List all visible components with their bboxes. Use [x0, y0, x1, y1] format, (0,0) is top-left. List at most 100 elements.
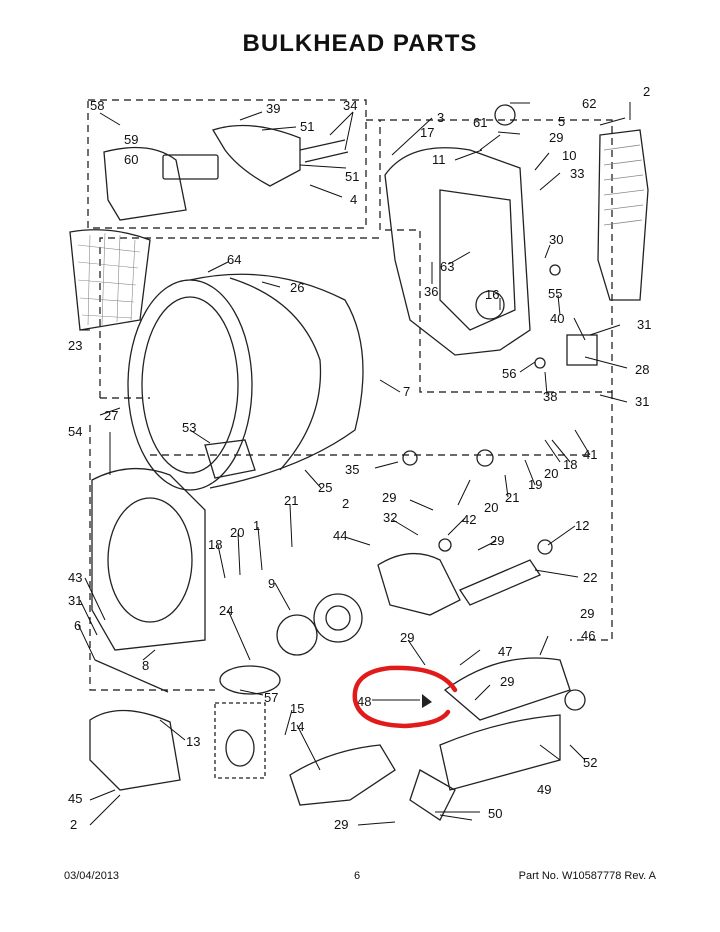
callout-label: 49	[537, 782, 551, 797]
drum-front-ellipse	[127, 279, 253, 491]
callout-label: 20	[544, 466, 558, 481]
blower-housing-shape	[377, 552, 461, 616]
clip-inset-box	[214, 702, 266, 779]
callout-label: 45	[68, 791, 82, 806]
callout-label: 41	[583, 447, 597, 462]
red-highlight-circle	[352, 665, 458, 729]
belt-shape	[219, 665, 281, 695]
callout-label: 29	[382, 490, 396, 505]
callout-label: 29	[580, 606, 594, 621]
callout-label: 33	[570, 166, 584, 181]
callout-label: 11	[432, 152, 446, 167]
callout-label: 46	[581, 628, 595, 643]
callout-label: 10	[562, 148, 576, 163]
callout-label: 24	[219, 603, 233, 618]
callout-label: 61	[473, 115, 487, 130]
control-board-shape	[162, 154, 219, 180]
callout-label: 53	[182, 420, 196, 435]
callout-label: 14	[290, 719, 304, 734]
footer-page-number: 6	[354, 870, 361, 882]
callout-label: 32	[383, 510, 397, 525]
callout-label: 50	[488, 806, 502, 821]
callout-label: 29	[549, 130, 563, 145]
top-left-inset-box	[87, 99, 367, 229]
callout-label: 18	[208, 537, 222, 552]
callout-label: 38	[543, 389, 557, 404]
drum-body-shape	[189, 273, 364, 489]
callout-label: 59	[124, 132, 138, 147]
callout-label: 55	[548, 286, 562, 301]
front-bulkhead-box	[89, 425, 215, 691]
drum-group-box	[99, 237, 380, 399]
callout-label: 54	[68, 424, 82, 439]
handle-shape	[212, 124, 301, 187]
callout-label: 27	[104, 408, 118, 423]
callout-label: 18	[563, 457, 577, 472]
callout-label: 15	[290, 701, 304, 716]
callout-label: 31	[637, 317, 651, 332]
callout-labels: 58 39 34 3 17 61 62 2 51 59 60 29 5 11 1…	[68, 84, 651, 832]
callout-label: 40	[550, 311, 564, 326]
callout-label: 25	[318, 480, 332, 495]
callout-label: 44	[333, 528, 347, 543]
rear-bulkhead-shape	[384, 147, 531, 356]
callout-label: 4	[350, 192, 357, 207]
callout-label: 3	[437, 110, 444, 125]
callout-label: 60	[124, 152, 138, 167]
callout-label: 13	[186, 734, 200, 749]
lint-screen-shape	[69, 229, 151, 331]
lower-right-box	[570, 392, 613, 641]
callout-label: 20	[484, 500, 498, 515]
callout-label: 51	[300, 119, 314, 134]
callout-label: 47	[498, 644, 512, 659]
bulkhead-rear-box	[366, 119, 613, 393]
callout-label: 21	[505, 490, 519, 505]
callout-label: 29	[500, 674, 514, 689]
callout-label: 16	[485, 287, 499, 302]
lint-housing-shape	[103, 146, 187, 221]
callout-label: 42	[462, 512, 476, 527]
page-title: BULKHEAD PARTS	[242, 30, 478, 57]
callout-label: 63	[440, 259, 454, 274]
callout-label: 29	[400, 630, 414, 645]
front-bulkhead-shape	[91, 467, 206, 651]
callout-label: 8	[142, 658, 149, 673]
fan-hub-shape	[313, 593, 363, 643]
callout-label: 31	[68, 593, 82, 608]
callout-label: 28	[635, 362, 649, 377]
callout-label: 29	[334, 817, 348, 832]
heater-coil-shape	[289, 744, 396, 806]
exhaust-tube-shape	[459, 559, 541, 606]
callout-label: 48	[357, 694, 371, 709]
callout-label: 43	[68, 570, 82, 585]
callout-label: 36	[424, 284, 438, 299]
callout-label: 35	[345, 462, 359, 477]
callout-label: 26	[290, 280, 304, 295]
callout-label: 19	[528, 477, 542, 492]
callout-label: 22	[583, 570, 597, 585]
footer-date: 03/04/2013	[64, 870, 120, 882]
callout-label: 58	[90, 98, 104, 113]
callout-label: 12	[575, 518, 589, 533]
callout-label: 6	[74, 618, 81, 633]
callout-label: 2	[643, 84, 650, 99]
callout-label: 51	[345, 169, 359, 184]
callout-label: 39	[266, 101, 280, 116]
callout-label: 29	[490, 533, 504, 548]
heater-duct-shape	[597, 129, 649, 301]
callout-label: 64	[227, 252, 241, 267]
callout-label: 31	[635, 394, 649, 409]
callout-label: 9	[268, 576, 275, 591]
seal-ring-shape	[276, 614, 318, 656]
heater-tray-shape	[439, 714, 561, 791]
callout-label: 56	[502, 366, 516, 381]
callout-label: 5	[558, 114, 565, 129]
callout-label: 23	[68, 338, 82, 353]
callout-label: 62	[582, 96, 596, 111]
callout-label: 21	[284, 493, 298, 508]
callout-label: 20	[230, 525, 244, 540]
front-duct-shape	[89, 709, 181, 791]
footer-part-number: Part No. W10587778 Rev. A	[518, 870, 656, 882]
callout-label: 1	[253, 518, 260, 533]
